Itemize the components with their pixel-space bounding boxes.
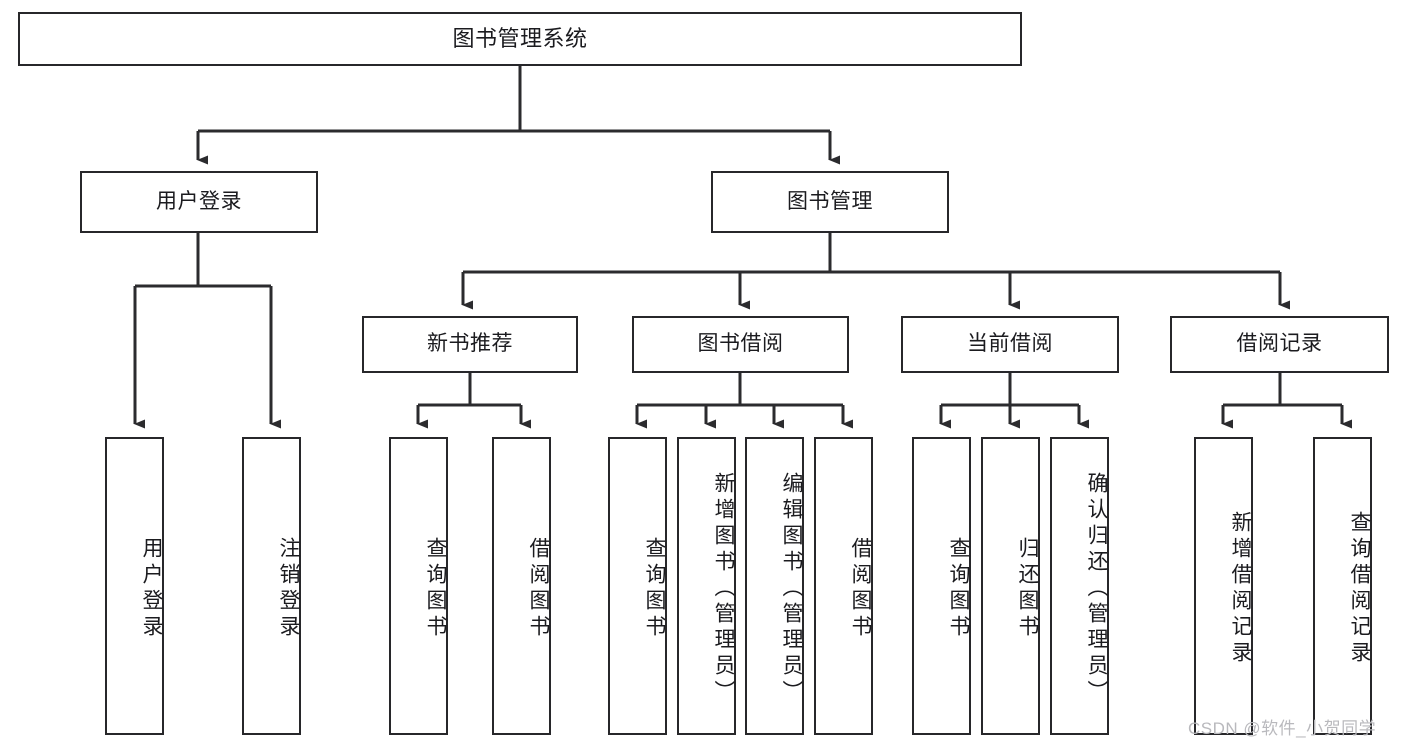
node-leaf-borrow-record-query[interactable]: 查询借阅记录 [1313, 437, 1372, 735]
node-leaf-book-borrow-edit[interactable]: 编辑图书（管理员） [745, 437, 804, 735]
node-leaf-new-book-query[interactable]: 查询图书 [389, 437, 448, 735]
node-book-borrow[interactable]: 图书借阅 [632, 316, 849, 373]
node-label: 当前借阅 [967, 332, 1053, 356]
node-leaf-current-borrow-query[interactable]: 查询图书 [912, 437, 971, 735]
node-label: 查询图书 [643, 537, 666, 641]
node-label: 编辑图书（管理员） [780, 472, 803, 706]
node-label: 借阅图书 [527, 537, 550, 641]
node-label: 查询图书 [947, 537, 970, 641]
node-leaf-new-book-borrow[interactable]: 借阅图书 [492, 437, 551, 735]
node-current-borrow[interactable]: 当前借阅 [901, 316, 1119, 373]
node-root-book-management-system[interactable]: 图书管理系统 [18, 12, 1022, 66]
node-label: 新增图书（管理员） [712, 472, 735, 706]
node-new-book-recommend[interactable]: 新书推荐 [362, 316, 578, 373]
node-label: 图书管理系统 [452, 26, 588, 52]
node-label: 新增借阅记录 [1229, 511, 1252, 667]
node-label: 图书管理 [787, 189, 873, 213]
node-leaf-current-borrow-return[interactable]: 归还图书 [981, 437, 1040, 735]
node-user-login[interactable]: 用户登录 [80, 171, 318, 233]
node-label: 借阅图书 [849, 537, 872, 641]
node-leaf-user-login-signout[interactable]: 注销登录 [242, 437, 301, 735]
watermark-text: CSDN @软件_小贺同学 [1188, 719, 1377, 738]
node-label: 图书借阅 [697, 332, 784, 356]
node-label: 借阅记录 [1236, 332, 1323, 356]
node-leaf-book-borrow-lend[interactable]: 借阅图书 [814, 437, 873, 735]
node-label: 确认归还（管理员） [1085, 472, 1108, 706]
node-label: 用户登录 [156, 189, 242, 213]
node-book-management[interactable]: 图书管理 [711, 171, 949, 233]
node-label: 查询借阅记录 [1348, 511, 1371, 667]
node-label: 用户登录 [140, 537, 163, 641]
node-leaf-user-login-signin[interactable]: 用户登录 [105, 437, 164, 735]
node-leaf-book-borrow-query[interactable]: 查询图书 [608, 437, 667, 735]
node-label: 注销登录 [277, 537, 300, 641]
node-label: 新书推荐 [427, 332, 513, 356]
node-leaf-borrow-record-add[interactable]: 新增借阅记录 [1194, 437, 1253, 735]
node-borrow-record[interactable]: 借阅记录 [1170, 316, 1389, 373]
node-leaf-current-borrow-confirm-return[interactable]: 确认归还（管理员） [1050, 437, 1109, 735]
node-leaf-book-borrow-add[interactable]: 新增图书（管理员） [677, 437, 736, 735]
node-label: 查询图书 [424, 537, 447, 641]
node-label: 归还图书 [1016, 537, 1039, 641]
